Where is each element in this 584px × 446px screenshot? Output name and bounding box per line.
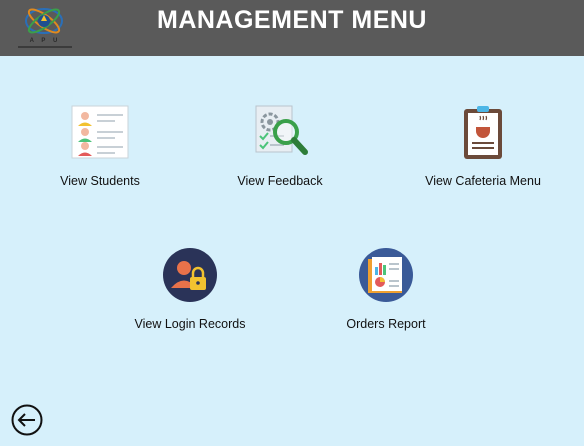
view-login-records-button[interactable]: View Login Records [125,245,255,331]
view-students-button[interactable]: View Students [40,102,160,188]
back-arrow-icon[interactable] [10,404,44,436]
logo-underline [18,46,72,48]
view-cafeteria-menu-label: View Cafeteria Menu [425,174,541,188]
view-cafeteria-menu-button[interactable]: View Cafeteria Menu [413,102,553,188]
cafeteria-menu-icon [464,106,502,159]
view-students-label: View Students [60,174,140,188]
orders-report-button[interactable]: Orders Report [326,245,446,331]
page-title: MANAGEMENT MENU [157,6,427,34]
feedback-search-icon [255,105,308,155]
login-records-lock-icon [163,248,217,302]
view-login-records-label: View Login Records [134,317,246,331]
apu-logo [25,8,63,34]
orders-report-icon [359,248,413,302]
view-feedback-button[interactable]: View Feedback [220,102,340,188]
view-feedback-label: View Feedback [237,174,323,188]
students-list-icon [71,105,129,159]
logo-text: A P U [29,38,61,44]
header-bar: A P U MANAGEMENT MENU [0,0,584,56]
orders-report-label: Orders Report [346,317,426,331]
